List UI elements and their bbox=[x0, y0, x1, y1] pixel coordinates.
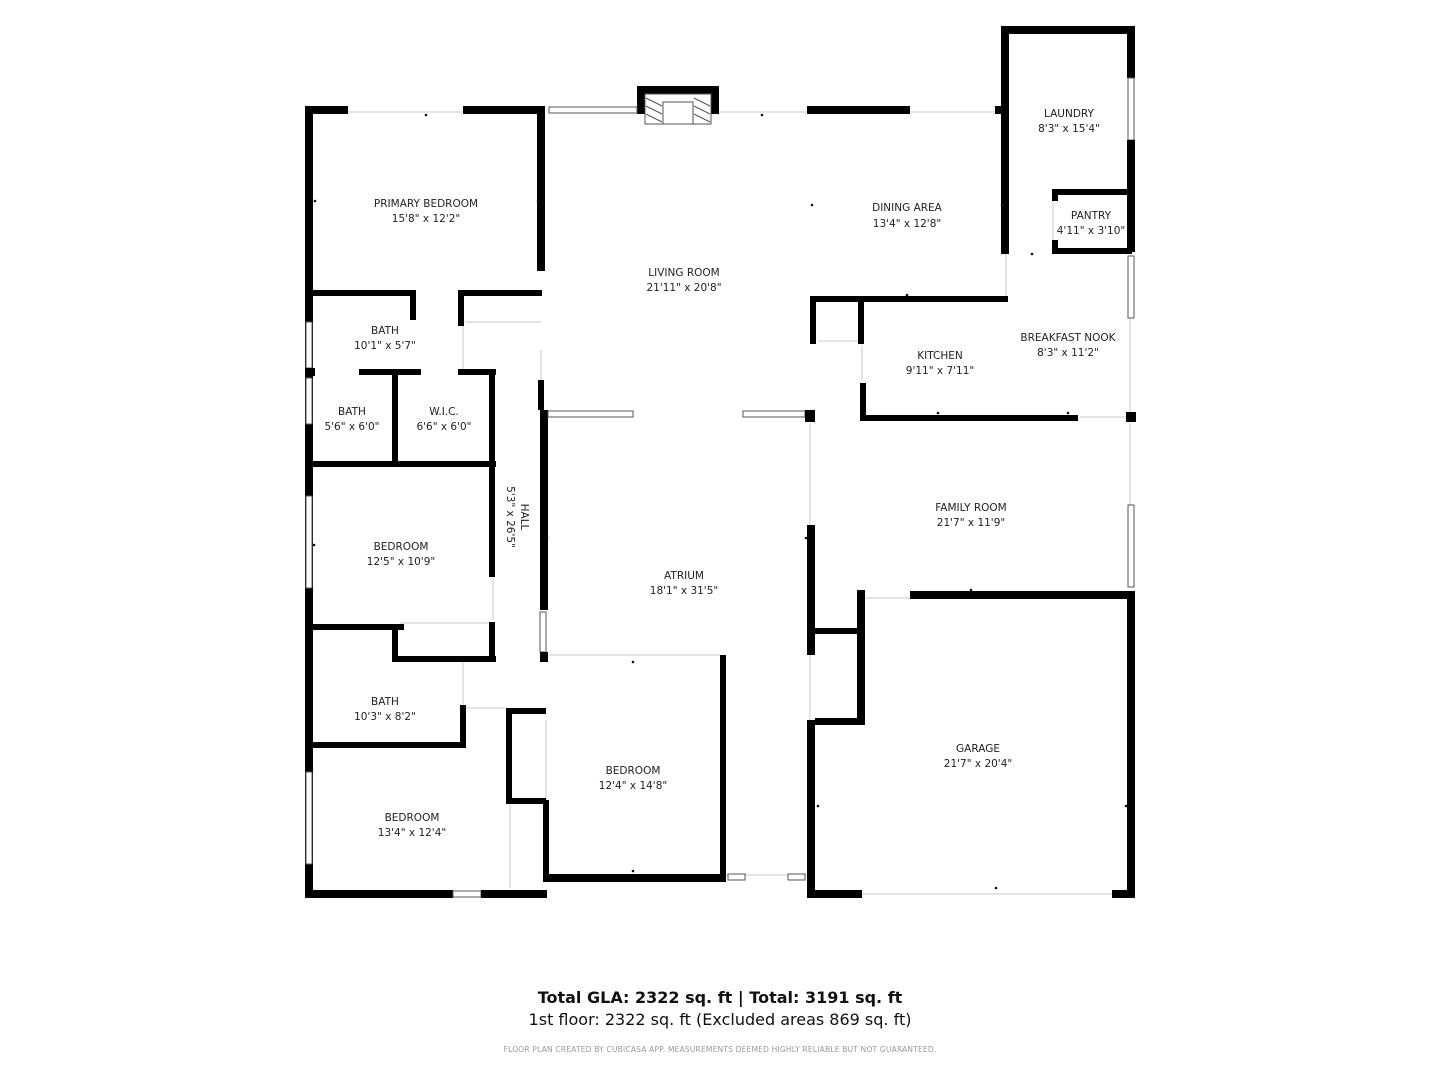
svg-text:5'3" x 26'5": 5'3" x 26'5" bbox=[504, 486, 516, 548]
svg-text:12'5" x 10'9": 12'5" x 10'9" bbox=[367, 556, 435, 568]
svg-text:DINING AREA: DINING AREA bbox=[872, 202, 943, 214]
room-family-room: FAMILY ROOM 21'7" x 11'9" bbox=[935, 502, 1007, 529]
svg-text:10'1" x 5'7": 10'1" x 5'7" bbox=[354, 340, 416, 352]
svg-text:4'11" x 3'10": 4'11" x 3'10" bbox=[1057, 225, 1125, 237]
svg-text:BATH: BATH bbox=[338, 406, 366, 418]
svg-text:LAUNDRY: LAUNDRY bbox=[1044, 108, 1095, 120]
room-bath-1: BATH 10'1" x 5'7" bbox=[354, 325, 416, 352]
svg-text:PRIMARY BEDROOM: PRIMARY BEDROOM bbox=[374, 198, 478, 210]
room-breakfast-nook: BREAKFAST NOOK 8'3" x 11'2" bbox=[1020, 332, 1116, 359]
svg-text:21'7" x 20'4": 21'7" x 20'4" bbox=[944, 758, 1012, 770]
room-labels: PRIMARY BEDROOM 15'8" x 12'2" LIVING ROO… bbox=[324, 108, 1125, 839]
room-pantry: PANTRY 4'11" x 3'10" bbox=[1057, 210, 1125, 237]
room-laundry: LAUNDRY 8'3" x 15'4" bbox=[1038, 108, 1100, 135]
svg-text:ATRIUM: ATRIUM bbox=[664, 570, 704, 582]
opening-lines bbox=[309, 111, 1131, 895]
room-dining-area: DINING AREA 13'4" x 12'8" bbox=[872, 202, 943, 230]
room-bedroom-3: BEDROOM 12'4" x 14'8" bbox=[599, 765, 667, 792]
svg-text:PANTRY: PANTRY bbox=[1071, 210, 1112, 222]
svg-text:KITCHEN: KITCHEN bbox=[917, 350, 963, 362]
svg-text:HALL: HALL bbox=[518, 504, 530, 531]
room-bath-3: BATH 10'3" x 8'2" bbox=[354, 696, 416, 723]
room-bath-2: BATH 5'6" x 6'0" bbox=[324, 406, 379, 433]
room-hall: HALL 5'3" x 26'5" bbox=[504, 486, 530, 548]
room-kitchen: KITCHEN 9'11" x 7'11" bbox=[906, 350, 974, 377]
room-living-room: LIVING ROOM 21'11" x 20'8" bbox=[646, 267, 721, 294]
svg-text:LIVING ROOM: LIVING ROOM bbox=[648, 267, 719, 279]
room-wic: W.I.C. 6'6" x 6'0" bbox=[416, 406, 471, 433]
svg-text:10'3" x 8'2": 10'3" x 8'2" bbox=[354, 711, 416, 723]
svg-text:BREAKFAST NOOK: BREAKFAST NOOK bbox=[1020, 332, 1116, 344]
measurement-ticks bbox=[312, 113, 1128, 890]
floor-area-summary: 1st floor: 2322 sq. ft (Excluded areas 8… bbox=[528, 1010, 912, 1029]
svg-text:13'4" x 12'8": 13'4" x 12'8" bbox=[873, 218, 941, 230]
svg-text:FAMILY ROOM: FAMILY ROOM bbox=[935, 502, 1007, 514]
room-garage: GARAGE 21'7" x 20'4" bbox=[944, 743, 1012, 770]
svg-text:8'3" x 11'2": 8'3" x 11'2" bbox=[1037, 347, 1099, 359]
svg-text:6'6" x 6'0": 6'6" x 6'0" bbox=[416, 421, 471, 433]
room-bedroom-1: BEDROOM 12'5" x 10'9" bbox=[367, 541, 435, 568]
svg-text:W.I.C.: W.I.C. bbox=[429, 406, 459, 418]
svg-text:5'6" x 6'0": 5'6" x 6'0" bbox=[324, 421, 379, 433]
svg-text:15'8" x 12'2": 15'8" x 12'2" bbox=[392, 213, 460, 225]
svg-text:BEDROOM: BEDROOM bbox=[606, 765, 661, 777]
svg-text:GARAGE: GARAGE bbox=[956, 743, 1000, 755]
floor-plan: PRIMARY BEDROOM 15'8" x 12'2" LIVING ROO… bbox=[305, 26, 1136, 898]
room-primary-bedroom: PRIMARY BEDROOM 15'8" x 12'2" bbox=[374, 198, 478, 225]
svg-text:8'3" x 15'4": 8'3" x 15'4" bbox=[1038, 123, 1100, 135]
room-atrium: ATRIUM 18'1" x 31'5" bbox=[650, 570, 718, 597]
svg-text:12'4" x 14'8": 12'4" x 14'8" bbox=[599, 780, 667, 792]
total-area-summary: Total GLA: 2322 sq. ft | Total: 3191 sq.… bbox=[537, 988, 903, 1007]
walls bbox=[305, 26, 1136, 898]
svg-text:BEDROOM: BEDROOM bbox=[374, 541, 429, 553]
svg-text:BEDROOM: BEDROOM bbox=[385, 812, 440, 824]
svg-text:21'11" x 20'8": 21'11" x 20'8" bbox=[646, 282, 721, 294]
svg-text:BATH: BATH bbox=[371, 696, 399, 708]
svg-text:9'11" x 7'11": 9'11" x 7'11" bbox=[906, 365, 974, 377]
disclaimer: FLOOR PLAN CREATED BY CUBICASA APP. MEAS… bbox=[503, 1045, 937, 1054]
svg-text:BATH: BATH bbox=[371, 325, 399, 337]
room-bedroom-2: BEDROOM 13'4" x 12'4" bbox=[378, 812, 446, 839]
svg-text:18'1" x 31'5": 18'1" x 31'5" bbox=[650, 585, 718, 597]
svg-text:13'4" x 12'4": 13'4" x 12'4" bbox=[378, 827, 446, 839]
svg-text:21'7" x 11'9": 21'7" x 11'9" bbox=[937, 517, 1005, 529]
